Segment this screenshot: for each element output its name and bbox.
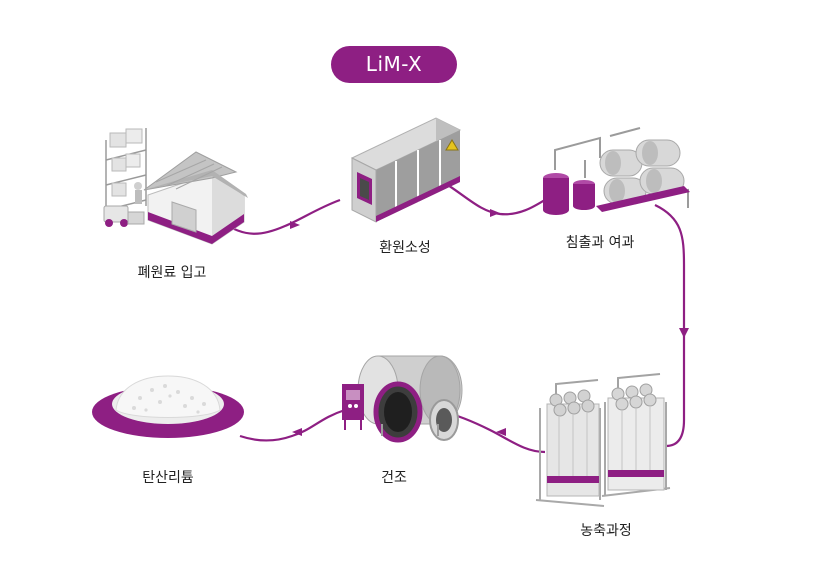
kiln-icon — [350, 117, 462, 223]
arrow-right-icon — [490, 209, 500, 217]
arrow-down-icon — [679, 328, 689, 338]
warehouse-icon — [103, 128, 248, 245]
process-title-badge: LiM-X — [331, 46, 457, 83]
flow-line-5 — [239, 408, 346, 442]
arrow-right-icon — [290, 221, 300, 229]
process-title: LiM-X — [365, 52, 423, 76]
step-label-concentration: 농축과정 — [580, 523, 632, 539]
concentration-tanks-icon — [535, 373, 671, 507]
flow-line-2 — [439, 179, 549, 216]
lithium-carbonate-pile-icon — [92, 375, 244, 438]
flow-line-1 — [221, 198, 341, 235]
leaching-filter-icon — [543, 127, 690, 215]
step-label-drying: 건조 — [381, 470, 407, 486]
flow-line-3 — [654, 204, 686, 448]
flow-arrows — [290, 209, 689, 436]
step-label-raw-material-intake: 폐원료 입고 — [137, 265, 207, 281]
arrow-left-icon — [292, 428, 302, 436]
step-label-reduction-roasting: 환원소성 — [379, 240, 431, 256]
step-label-lithium-carbonate: 탄산리튬 — [142, 470, 194, 486]
step-label-leaching-filtration: 침출과 여과 — [565, 235, 635, 251]
arrow-left-icon — [496, 428, 506, 436]
dryer-icon — [342, 355, 463, 443]
